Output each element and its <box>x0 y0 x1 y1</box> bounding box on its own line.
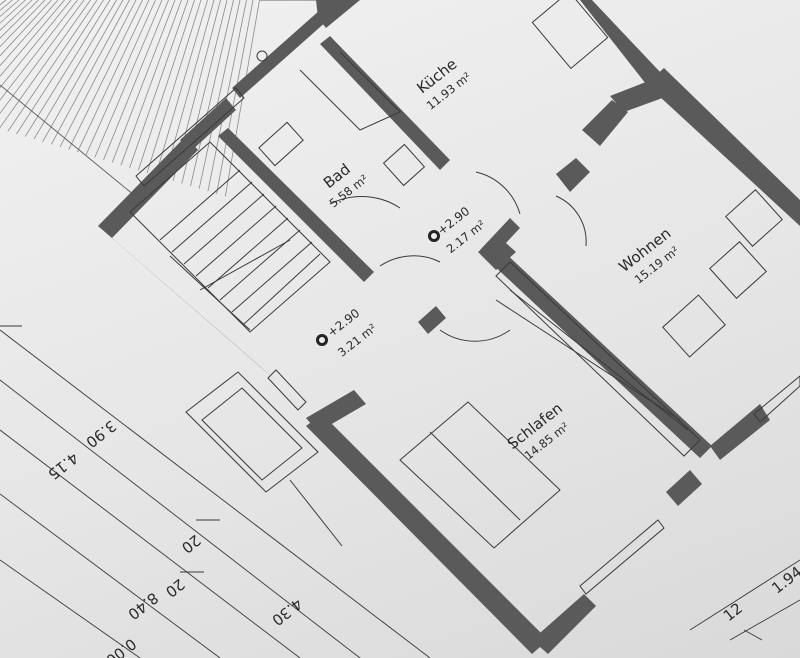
wall-segment <box>306 414 548 654</box>
wall-segment <box>180 98 236 152</box>
wall-segment <box>480 218 520 260</box>
hatch-line <box>77 0 150 153</box>
wall-segment <box>98 226 278 382</box>
balcony-edge <box>0 84 141 201</box>
dimension-label: 8.40 <box>124 589 161 624</box>
hatch-line <box>50 0 130 145</box>
thin-lines <box>129 0 800 595</box>
hatch-line <box>0 0 91 129</box>
wall-segment <box>710 404 770 460</box>
hatch-line <box>155 0 208 176</box>
wall-segment <box>316 0 360 28</box>
wall-segment <box>98 136 198 238</box>
wall-segment <box>418 306 446 334</box>
hatch-line <box>111 0 176 163</box>
hatch-line <box>94 0 163 158</box>
dimension-lines <box>0 325 800 658</box>
hatch-line <box>146 0 202 174</box>
level-marker-hall <box>428 230 440 242</box>
hatch-line <box>59 0 137 148</box>
hatch-line <box>0 0 26 24</box>
hatch-line <box>85 0 156 155</box>
hatch-line <box>68 0 143 150</box>
dimension-label: 1.94 <box>768 563 800 598</box>
hatch-line <box>164 0 215 179</box>
hatch-line <box>0 0 46 48</box>
hatch-line <box>7 0 98 132</box>
hatch-line <box>16 0 104 135</box>
balcony-hatching <box>0 0 260 197</box>
wall-segment <box>666 470 702 506</box>
wall-segment <box>232 10 328 98</box>
wall-segment <box>532 594 596 654</box>
hatch-line <box>190 0 234 187</box>
dimension-label: 12 <box>720 599 746 625</box>
hatch-line <box>137 0 195 171</box>
hatch-line <box>0 0 78 101</box>
hatch-line <box>33 0 117 140</box>
hatch-line <box>0 0 52 57</box>
hatch-line <box>24 0 111 137</box>
dimension-label: 3.90 <box>82 417 119 452</box>
dimension-label: 0.00 <box>102 635 139 658</box>
level-marker-landing <box>316 334 328 346</box>
hatch-line <box>0 0 39 39</box>
hatch-line <box>103 0 169 161</box>
hatch-line <box>42 0 124 142</box>
hatch-line <box>216 0 254 194</box>
walls <box>98 0 800 654</box>
dimension-label: 4.15 <box>44 449 81 484</box>
hatch-line <box>0 0 33 31</box>
hatch-line <box>0 0 65 77</box>
hatch-line <box>120 0 182 166</box>
hatch-line <box>129 0 189 168</box>
hatch-line <box>0 0 85 114</box>
dimension-label: 20 <box>162 575 188 601</box>
hatch-line <box>198 0 241 189</box>
wall-segment <box>320 36 450 170</box>
wall-segment <box>582 100 628 146</box>
wall-segment <box>490 250 712 458</box>
wall-segment <box>556 158 590 192</box>
wall-segment <box>646 68 800 226</box>
hatch-line <box>0 0 59 67</box>
wall-segment <box>580 0 660 84</box>
hatch-line <box>0 0 72 89</box>
dimension-label: 4.30 <box>268 595 305 630</box>
wall-segment <box>218 128 374 282</box>
